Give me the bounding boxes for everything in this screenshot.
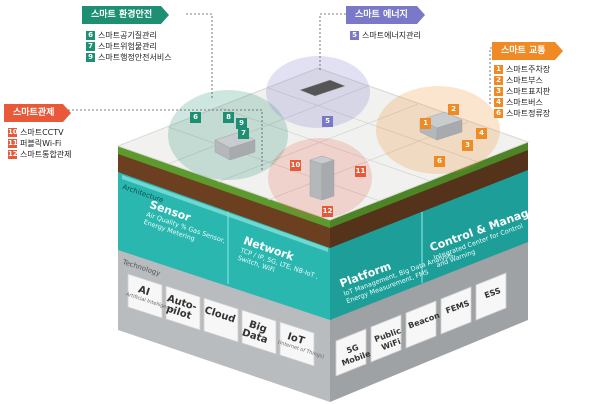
transport-callout-title: 스마트 교통 [492, 42, 563, 60]
map-marker: 9 [236, 118, 247, 129]
environment-callout-title: 스마트 환경안전 [82, 6, 170, 24]
map-marker: 8 [223, 112, 234, 123]
energy-callout-title: 스마트 에너지 [346, 6, 425, 24]
map-marker: 11 [355, 166, 366, 177]
map-marker: 3 [462, 140, 473, 151]
map-marker: 7 [238, 128, 249, 139]
soil-layer-right [330, 148, 528, 248]
map-marker: 5 [322, 116, 333, 127]
map-marker: 2 [448, 104, 459, 115]
map-marker: 6 [190, 112, 201, 123]
map-marker: 6 [434, 156, 445, 167]
map-marker: 10 [290, 160, 301, 171]
soil-layer-left [118, 152, 330, 248]
architecture-layer-left [118, 170, 330, 320]
map-marker: 12 [322, 206, 333, 217]
architecture-layer-right [330, 168, 528, 320]
map-marker: 4 [476, 128, 487, 139]
control-callout-title: 스마트관제 [4, 104, 72, 122]
map-marker: 1 [420, 118, 431, 129]
